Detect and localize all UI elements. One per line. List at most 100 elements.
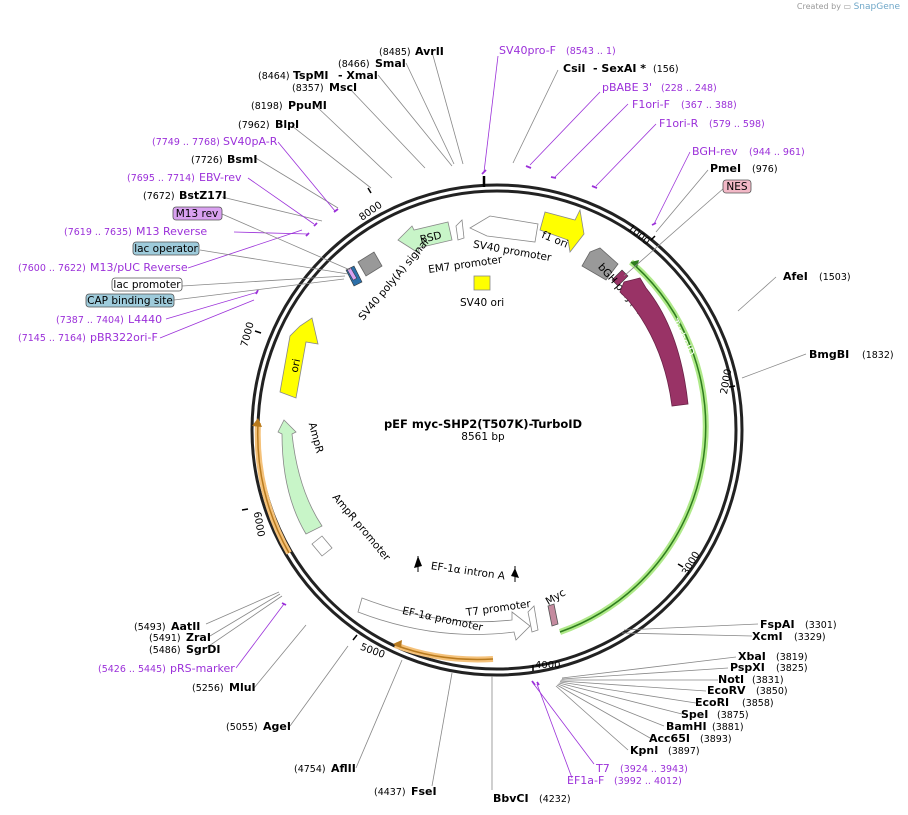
feature-ampr[interactable]: AmpR [277, 419, 325, 535]
enzyme-bmgbi[interactable]: BmgBI (1832) [809, 348, 894, 361]
em7-promoter-arrow [455, 219, 465, 241]
primer-t7[interactable]: T7 (3924 .. 3943) [595, 762, 688, 775]
enzyme-pos: (4232) [539, 794, 571, 805]
feature-ori[interactable]: ori [279, 317, 319, 399]
enzyme-xbai[interactable]: XbaI (3819) [738, 650, 808, 663]
feature-ef1a-intron-a[interactable]: EF-1α intron A [414, 556, 519, 583]
primer-name: F1ori-R [659, 117, 699, 130]
ef1a-orf-arrowhead [393, 640, 402, 648]
sv40-promoter-arrow [469, 215, 539, 243]
enzyme-blpi[interactable]: (7962) BlpI [238, 118, 299, 131]
feature-sv40-polya-signal[interactable]: SV40 poly(A) signal [345, 237, 431, 323]
feature-sv40-ori[interactable]: SV40 ori [460, 275, 504, 309]
enzyme-fspai[interactable]: FspAI (3301) [760, 618, 837, 631]
enzyme-bamhi[interactable]: BamHI (3881) [666, 720, 744, 733]
enzyme-pmei[interactable]: PmeI (976) [710, 162, 778, 175]
label-text: CAP binding site [87, 295, 173, 307]
enzyme-noti[interactable]: NotI (3831) [718, 673, 784, 686]
enzyme-pos: (3893) [700, 734, 732, 745]
ef1a-promoter-arrow [357, 597, 531, 641]
t7-promoter-label: T7 promoter [464, 598, 532, 619]
credit-prefix: Created by [796, 2, 841, 11]
primer-pos: (7619 .. 7635) [64, 227, 132, 238]
t7-promoter-arrow [527, 605, 539, 633]
enzyme-avrii[interactable]: (8485) AvrII [379, 45, 444, 58]
enzyme-name: AfeI [783, 270, 808, 283]
enzyme-pos: (5486) [149, 645, 181, 656]
primer-f1ori-f[interactable]: F1ori-F (367 .. 388) [632, 98, 737, 111]
feature-turboid[interactable]: TurboID [619, 277, 697, 407]
primer-prs-marker[interactable]: (5426 .. 5445) pRS-marker [98, 662, 235, 675]
leader-lines [205, 51, 807, 790]
turboid-orf-arc [559, 259, 709, 635]
enzyme-name: NotI [718, 673, 744, 686]
enzyme-ppumi[interactable]: (8198) PpuMI [251, 99, 327, 112]
enzyme-name: EcoRI [695, 696, 729, 709]
feature-bsd[interactable]: BSD [397, 221, 453, 255]
enzyme-ecori[interactable]: EcoRI (3858) [695, 696, 774, 709]
enzyme-name: PpuMI [288, 99, 327, 112]
primer-pos: (3924 .. 3943) [620, 764, 688, 775]
primer-ef1a-f[interactable]: EF1a-F (3992 .. 4012) [567, 774, 682, 787]
enzyme-name: CsiI [563, 62, 585, 75]
primer-f1ori-r[interactable]: F1ori-R (579 .. 598) [659, 117, 765, 130]
bgh-polya-box [581, 247, 619, 281]
enzyme-csii-sexai[interactable]: CsiI - SexAI * (156) [563, 62, 679, 75]
enzyme-pos: (3875) [717, 710, 749, 721]
bsd-label: BSD [419, 230, 443, 247]
enzyme-agei[interactable]: (5055) AgeI [226, 720, 291, 733]
primer-m13-puc-reverse[interactable]: (7600 .. 7622) M13/pUC Reverse [18, 261, 188, 274]
primer-sv40pa-r[interactable]: (7749 .. 7768) SV40pA-R [152, 135, 278, 148]
enzyme-xcmi[interactable]: XcmI (3329) [752, 630, 826, 643]
enzyme-pos: (3881) [712, 722, 744, 733]
enzyme-zrai[interactable]: (5491) ZraI [149, 631, 211, 644]
label-box [85, 293, 175, 308]
enzyme-name: EcoRV [707, 684, 746, 697]
primer-m13-reverse[interactable]: (7619 .. 7635) M13 Reverse [64, 225, 207, 238]
sv40-ori-box [473, 275, 491, 291]
enzyme-aflii[interactable]: (4754) AflII [294, 762, 356, 775]
primer-l4440[interactable]: (7387 .. 7404) L4440 [56, 313, 162, 326]
enzyme-name: MluI [229, 681, 256, 694]
enzyme-mlui[interactable]: (5256) MluI [192, 681, 256, 694]
enzyme-spei[interactable]: SpeI (3875) [681, 708, 749, 721]
enzyme-smai[interactable]: (8466) SmaI [338, 57, 406, 70]
enzyme-ecorv[interactable]: EcoRV (3850) [707, 684, 788, 697]
enzyme-name: KpnI [630, 744, 658, 757]
enzyme-name: Acc65I [649, 732, 690, 745]
enzyme-pos: (8357) [292, 83, 324, 94]
enzyme-kpni[interactable]: KpnI (3897) [630, 744, 700, 757]
tick-label-4000: 4000 [535, 660, 560, 671]
primer-pos: (7749 .. 7768) [152, 137, 220, 148]
enzyme-sgrdi[interactable]: (5486) SgrDI [149, 643, 220, 656]
enzyme-pos: (1503) [819, 272, 851, 283]
primer-sv40pro-f[interactable]: SV40pro-F (8543 .. 1) [499, 44, 616, 57]
enzyme-fsei[interactable]: (4437) FseI [374, 785, 437, 798]
enzyme-bstz17i[interactable]: (7672) BstZ17I [143, 189, 227, 202]
primer-bgh-rev[interactable]: BGH-rev (944 .. 961) [692, 145, 805, 158]
enzyme-bsmi[interactable]: (7726) BsmI [191, 153, 258, 166]
enzyme-pspxi[interactable]: PspXI (3825) [730, 661, 808, 674]
boxed-label-lac-promoter[interactable]: lac promoter [111, 277, 183, 292]
feature-f1-ori[interactable]: f1 ori [539, 208, 585, 253]
label-text: NES [726, 181, 747, 193]
feature-ampr-promoter[interactable]: AmpR promoter [311, 492, 393, 564]
boxed-label-m13-rev[interactable]: M13 rev [172, 206, 223, 221]
enzyme-bbvci[interactable]: BbvCI (4232) [493, 792, 571, 805]
boxed-label-cap-binding-site[interactable]: CAP binding site [85, 293, 175, 308]
enzyme-msci[interactable]: (8357) MscI [292, 81, 357, 94]
enzyme-acc65i[interactable]: Acc65I (3893) [649, 732, 732, 745]
primer-pbr322ori-f[interactable]: (7145 .. 7164) pBR322ori-F [18, 331, 158, 344]
enzyme-tspmi-xmai[interactable]: (8464) TspMI - XmaI [258, 69, 378, 82]
enzyme-afei[interactable]: AfeI (1503) [783, 270, 851, 283]
primer-ebv-rev[interactable]: (7695 .. 7714) EBV-rev [127, 171, 242, 184]
primer-pbabe-3[interactable]: pBABE 3' (228 .. 248) [602, 81, 717, 94]
feature-myc[interactable]: Myc [544, 587, 568, 627]
boxed-label-lac-operator[interactable]: lac operator [132, 241, 200, 256]
primer-name: pBABE 3' [602, 81, 652, 94]
primer-name: BGH-rev [692, 145, 738, 158]
enzyme-name: SmaI [375, 57, 406, 70]
enzyme-aatii[interactable]: (5493) AatII [134, 620, 200, 633]
boxed-label-nes[interactable]: NES [722, 179, 752, 194]
ampr-orf-arrowhead [252, 418, 262, 427]
